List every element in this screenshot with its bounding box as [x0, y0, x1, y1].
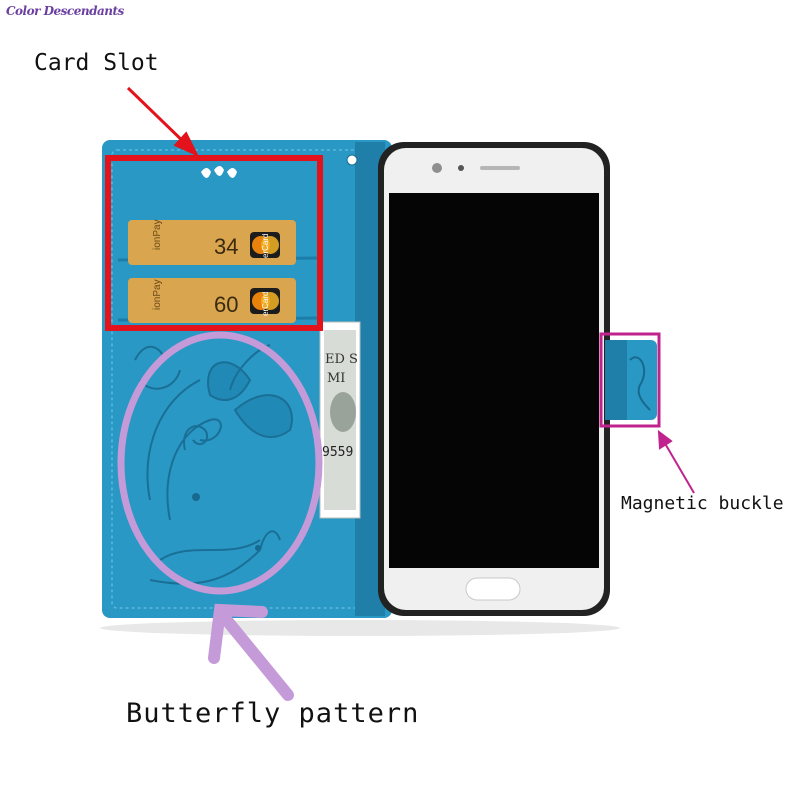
- watermark-text: Color Descendants: [6, 4, 124, 18]
- banknote-text-mid: MI: [327, 371, 345, 386]
- credit-card-1: ionPay 34 erCard: [128, 219, 296, 265]
- card-slot-arrow: [126, 86, 200, 158]
- butterfly-emboss: [134, 344, 293, 585]
- card-1-brand: ionPay: [152, 219, 163, 250]
- banknote-serial: 9559: [322, 445, 353, 460]
- butterfly-pattern-highlight: [117, 331, 323, 595]
- banknote-text-top: ED S: [325, 352, 358, 367]
- magnetic-buckle-label: Magnetic buckle: [621, 493, 784, 514]
- credit-card-2: ionPay 60 erCard: [128, 278, 296, 323]
- card-slot-highlight: [105, 155, 323, 331]
- case-shadow: [100, 620, 620, 636]
- magnetic-buckle-arrow: [657, 429, 695, 494]
- card-2-brand: ionPay: [152, 279, 163, 310]
- smartphone: [378, 142, 610, 616]
- card-2-logo: erCard: [261, 292, 270, 316]
- card-1-digits: 34: [214, 234, 238, 259]
- card-1-logo: erCard: [261, 234, 270, 258]
- magnetic-buckle-highlight: [599, 332, 661, 428]
- butterfly-pattern-label: Butterfly pattern: [126, 698, 420, 729]
- butterfly-pattern-arrow: [208, 603, 294, 701]
- card-2-digits: 60: [214, 292, 238, 317]
- banknote: ED S MI 9559: [319, 321, 361, 519]
- magnetic-strap: [605, 340, 657, 420]
- card-slot-label: Card Slot: [34, 50, 159, 76]
